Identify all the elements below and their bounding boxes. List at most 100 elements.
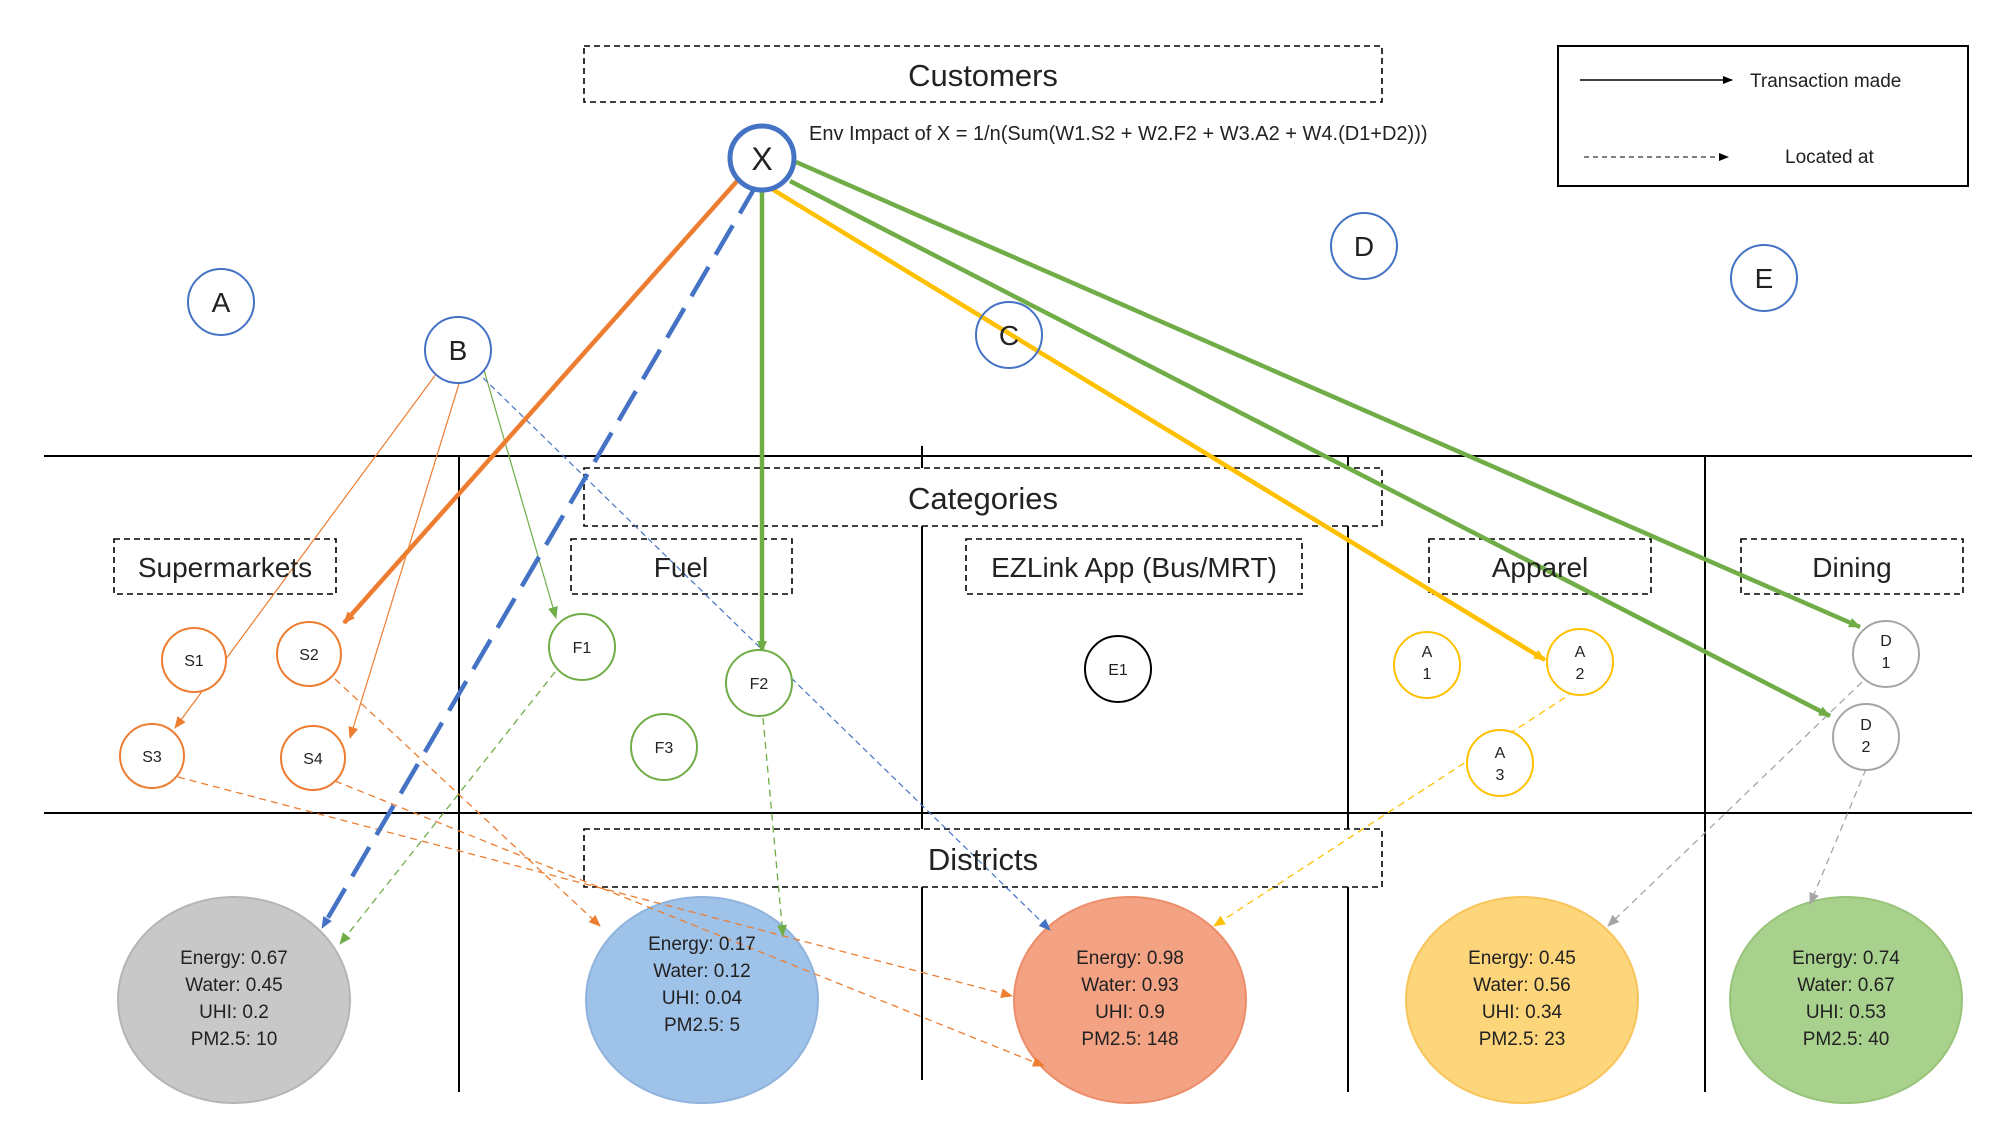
customer-d-label: D (1354, 231, 1374, 262)
edge-x-a2 (765, 184, 1547, 662)
customer-b-node (424, 316, 492, 384)
legend-box (1557, 45, 1969, 187)
customer-c-label: C (999, 320, 1019, 351)
districts-header-box (583, 828, 1383, 888)
customer-b-label: B (449, 335, 468, 366)
shop-f3-label: F3 (655, 740, 674, 757)
edge-f1-district-1 (339, 671, 556, 945)
district-1-circle (117, 896, 351, 1104)
shop-nodes (119, 613, 1920, 797)
shop-a1-label-top: A (1422, 644, 1433, 661)
categories-title: Categories (908, 481, 1058, 516)
district-1-pm: PM2.5: 10 (191, 1029, 278, 1050)
shop-a2-label-top: A (1575, 644, 1586, 661)
apparel-label: Apparel (1492, 552, 1589, 583)
ezlink-box (965, 538, 1303, 595)
customer-c-node (975, 301, 1043, 369)
district-4-circle (1405, 896, 1639, 1104)
supermarkets-box (113, 538, 337, 595)
edge-a2-district-3 (1213, 690, 1576, 927)
legend-located-label: Located at (1785, 147, 1874, 168)
district-2-pm: PM2.5: 5 (664, 1015, 740, 1036)
legend: Transaction made Located at (1557, 45, 1969, 187)
shop-f2-label: F2 (750, 676, 769, 693)
shop-d2-label-bottom: 2 (1862, 739, 1871, 756)
customer-e-node (1730, 244, 1798, 312)
shop-d1-node (1852, 620, 1920, 688)
customer-e-label: E (1755, 263, 1774, 294)
district-1-uhi: UHI: 0.2 (199, 1002, 269, 1023)
dining-label: Dining (1812, 552, 1891, 583)
edge-b-f1 (483, 369, 558, 619)
shop-a1-node (1393, 631, 1461, 699)
edge-x-d2 (788, 178, 1832, 719)
text-labels: Customers Categories Districts Env Impac… (138, 58, 1900, 1050)
shop-f1-node (548, 613, 616, 681)
district-4-pm: PM2.5: 23 (1479, 1029, 1566, 1050)
shop-a2-label-bottom: 2 (1576, 666, 1585, 683)
legend-transaction-label: Transaction made (1750, 71, 1901, 92)
shop-f2-node (725, 649, 793, 717)
shop-e1-label: E1 (1108, 662, 1128, 679)
district-3-water: Water: 0.93 (1081, 975, 1179, 996)
edge-f2-district-2 (762, 717, 787, 937)
shop-s3-label: S3 (142, 749, 162, 766)
shop-a3-label-bottom: 3 (1496, 767, 1505, 784)
edge-x-s2 (342, 178, 740, 625)
shop-f1-label: F1 (573, 640, 592, 657)
dining-box (1740, 538, 1964, 595)
customers-header-box (583, 45, 1383, 103)
districts-title: Districts (928, 842, 1038, 877)
district-5-water: Water: 0.67 (1797, 975, 1895, 996)
customer-d-node (1330, 212, 1398, 280)
district-4-water: Water: 0.56 (1473, 975, 1571, 996)
formula-text: Env Impact of X = 1/n(Sum(W1.S2 + W2.F2 … (809, 123, 1428, 145)
district-3-pm: PM2.5: 148 (1081, 1029, 1178, 1050)
shop-d1-label-top: D (1880, 633, 1892, 650)
shop-s3-node (119, 723, 185, 789)
shop-d2-node (1832, 703, 1900, 771)
shop-a2-node (1546, 628, 1614, 696)
shop-d1-label-bottom: 1 (1882, 655, 1891, 672)
customer-a-node (187, 268, 255, 336)
district-1-energy: Energy: 0.67 (180, 948, 288, 969)
district-1-water: Water: 0.45 (185, 975, 283, 996)
shop-d2-label-top: D (1860, 717, 1872, 734)
district-2-water: Water: 0.12 (653, 961, 751, 982)
shop-s4-node (280, 725, 346, 791)
shop-e1-node (1084, 635, 1152, 703)
shop-a3-label-top: A (1495, 745, 1506, 762)
shop-s4-label: S4 (303, 751, 323, 768)
district-4-uhi: UHI: 0.34 (1482, 1002, 1563, 1023)
edge-x-d1 (795, 159, 1861, 630)
fuel-label: Fuel (654, 552, 708, 583)
edge-s2-district-2 (334, 678, 601, 927)
district-3-circle (1013, 896, 1247, 1104)
district-4-energy: Energy: 0.45 (1468, 948, 1576, 969)
shop-a3-node (1466, 729, 1534, 797)
district-5-uhi: UHI: 0.53 (1806, 1002, 1886, 1023)
edge-d1-district-4 (1607, 681, 1863, 927)
district-3-energy: Energy: 0.98 (1076, 948, 1184, 969)
shop-s1-label: S1 (184, 653, 204, 670)
customer-x-edges (320, 159, 1861, 930)
district-circles (117, 896, 1963, 1104)
shop-f3-node (630, 713, 698, 781)
grid-lines (44, 446, 1972, 1092)
district-5-energy: Energy: 0.74 (1792, 948, 1900, 969)
ezlink-label: EZLink App (Bus/MRT) (991, 552, 1277, 583)
edge-s4-district-3 (334, 780, 1045, 1067)
shop-s2-node (276, 621, 342, 687)
shop-a1-label-bottom: 1 (1423, 666, 1432, 683)
customer-nodes (187, 123, 1798, 384)
shop-s2-label: S2 (299, 647, 319, 664)
located-at-edges (177, 671, 1867, 1067)
district-3-uhi: UHI: 0.9 (1095, 1002, 1165, 1023)
district-2-energy: Energy: 0.17 (648, 934, 756, 955)
customers-title: Customers (908, 58, 1058, 93)
supermarkets-label: Supermarkets (138, 552, 312, 583)
district-5-circle (1729, 896, 1963, 1104)
edge-d2-district-5 (1809, 768, 1867, 905)
